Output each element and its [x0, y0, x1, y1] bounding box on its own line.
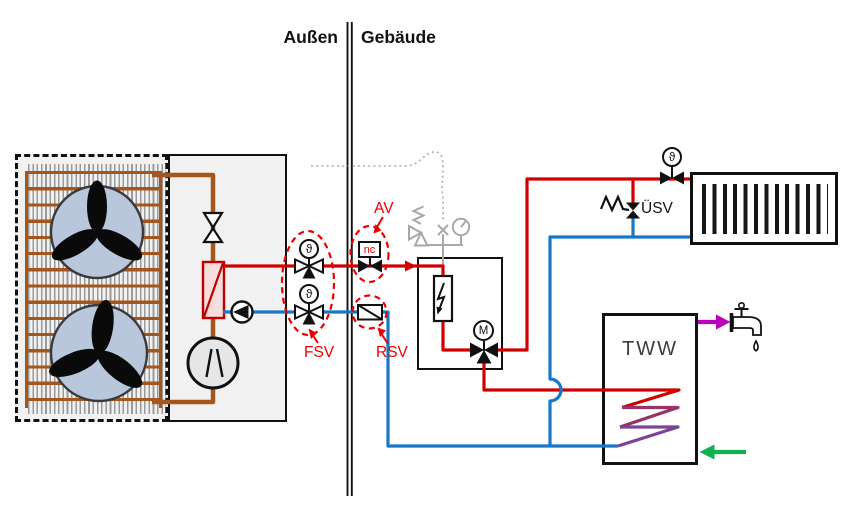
spring-icon	[411, 205, 426, 225]
dhw-outlet	[698, 301, 762, 352]
safety-valve-group-icon	[408, 205, 471, 274]
temp-sensor-icon: ϑ	[299, 284, 319, 304]
annotation-marks	[280, 216, 390, 345]
electric-heater-icon	[432, 274, 454, 323]
rsv-check-valve-icon	[357, 304, 383, 321]
fan-icon	[49, 180, 145, 280]
three-way-valve-icon	[470, 341, 498, 364]
expansion-valve-icon	[201, 211, 225, 244]
flow-arrow-icon	[405, 260, 417, 272]
wall-divider	[346, 22, 353, 496]
radiator-icon	[690, 172, 838, 245]
fsv-valve-icon	[294, 303, 324, 325]
av-valve-icon	[358, 257, 382, 273]
fan-icon	[49, 299, 149, 403]
compressor-icon	[186, 336, 240, 390]
thermostatic-valve-icon	[660, 166, 684, 185]
tank-coil-lower	[617, 425, 680, 448]
condenser-icon	[201, 260, 226, 320]
av-label: AV	[374, 200, 394, 217]
droplet-icon	[753, 339, 759, 352]
overflow-valve-icon	[599, 194, 640, 219]
pump-icon	[230, 300, 254, 324]
motor-actuator-icon: M	[473, 320, 494, 341]
zone-label-outside: Außen	[283, 27, 338, 47]
zone-label-building: Gebäude	[361, 27, 436, 47]
vent-dotted-line	[311, 151, 444, 222]
fsv-valve-icon	[294, 257, 324, 279]
cold-water-inlet	[699, 444, 746, 460]
return-pipe-blue	[223, 218, 690, 448]
supply-pipe-red	[223, 177, 690, 410]
av-state-badge: nc	[358, 241, 381, 258]
faucet-icon	[729, 301, 762, 336]
fsv-label: FSV	[304, 344, 335, 361]
radiator-fins	[702, 184, 828, 234]
tank-coil-upper	[619, 405, 680, 429]
temp-sensor-icon: ϑ	[662, 147, 682, 167]
rsv-label: RSV	[376, 344, 408, 361]
uesv-label: ÜSV	[641, 200, 673, 217]
temp-sensor-icon: ϑ	[299, 239, 319, 259]
tank-label: TWW	[622, 338, 678, 360]
